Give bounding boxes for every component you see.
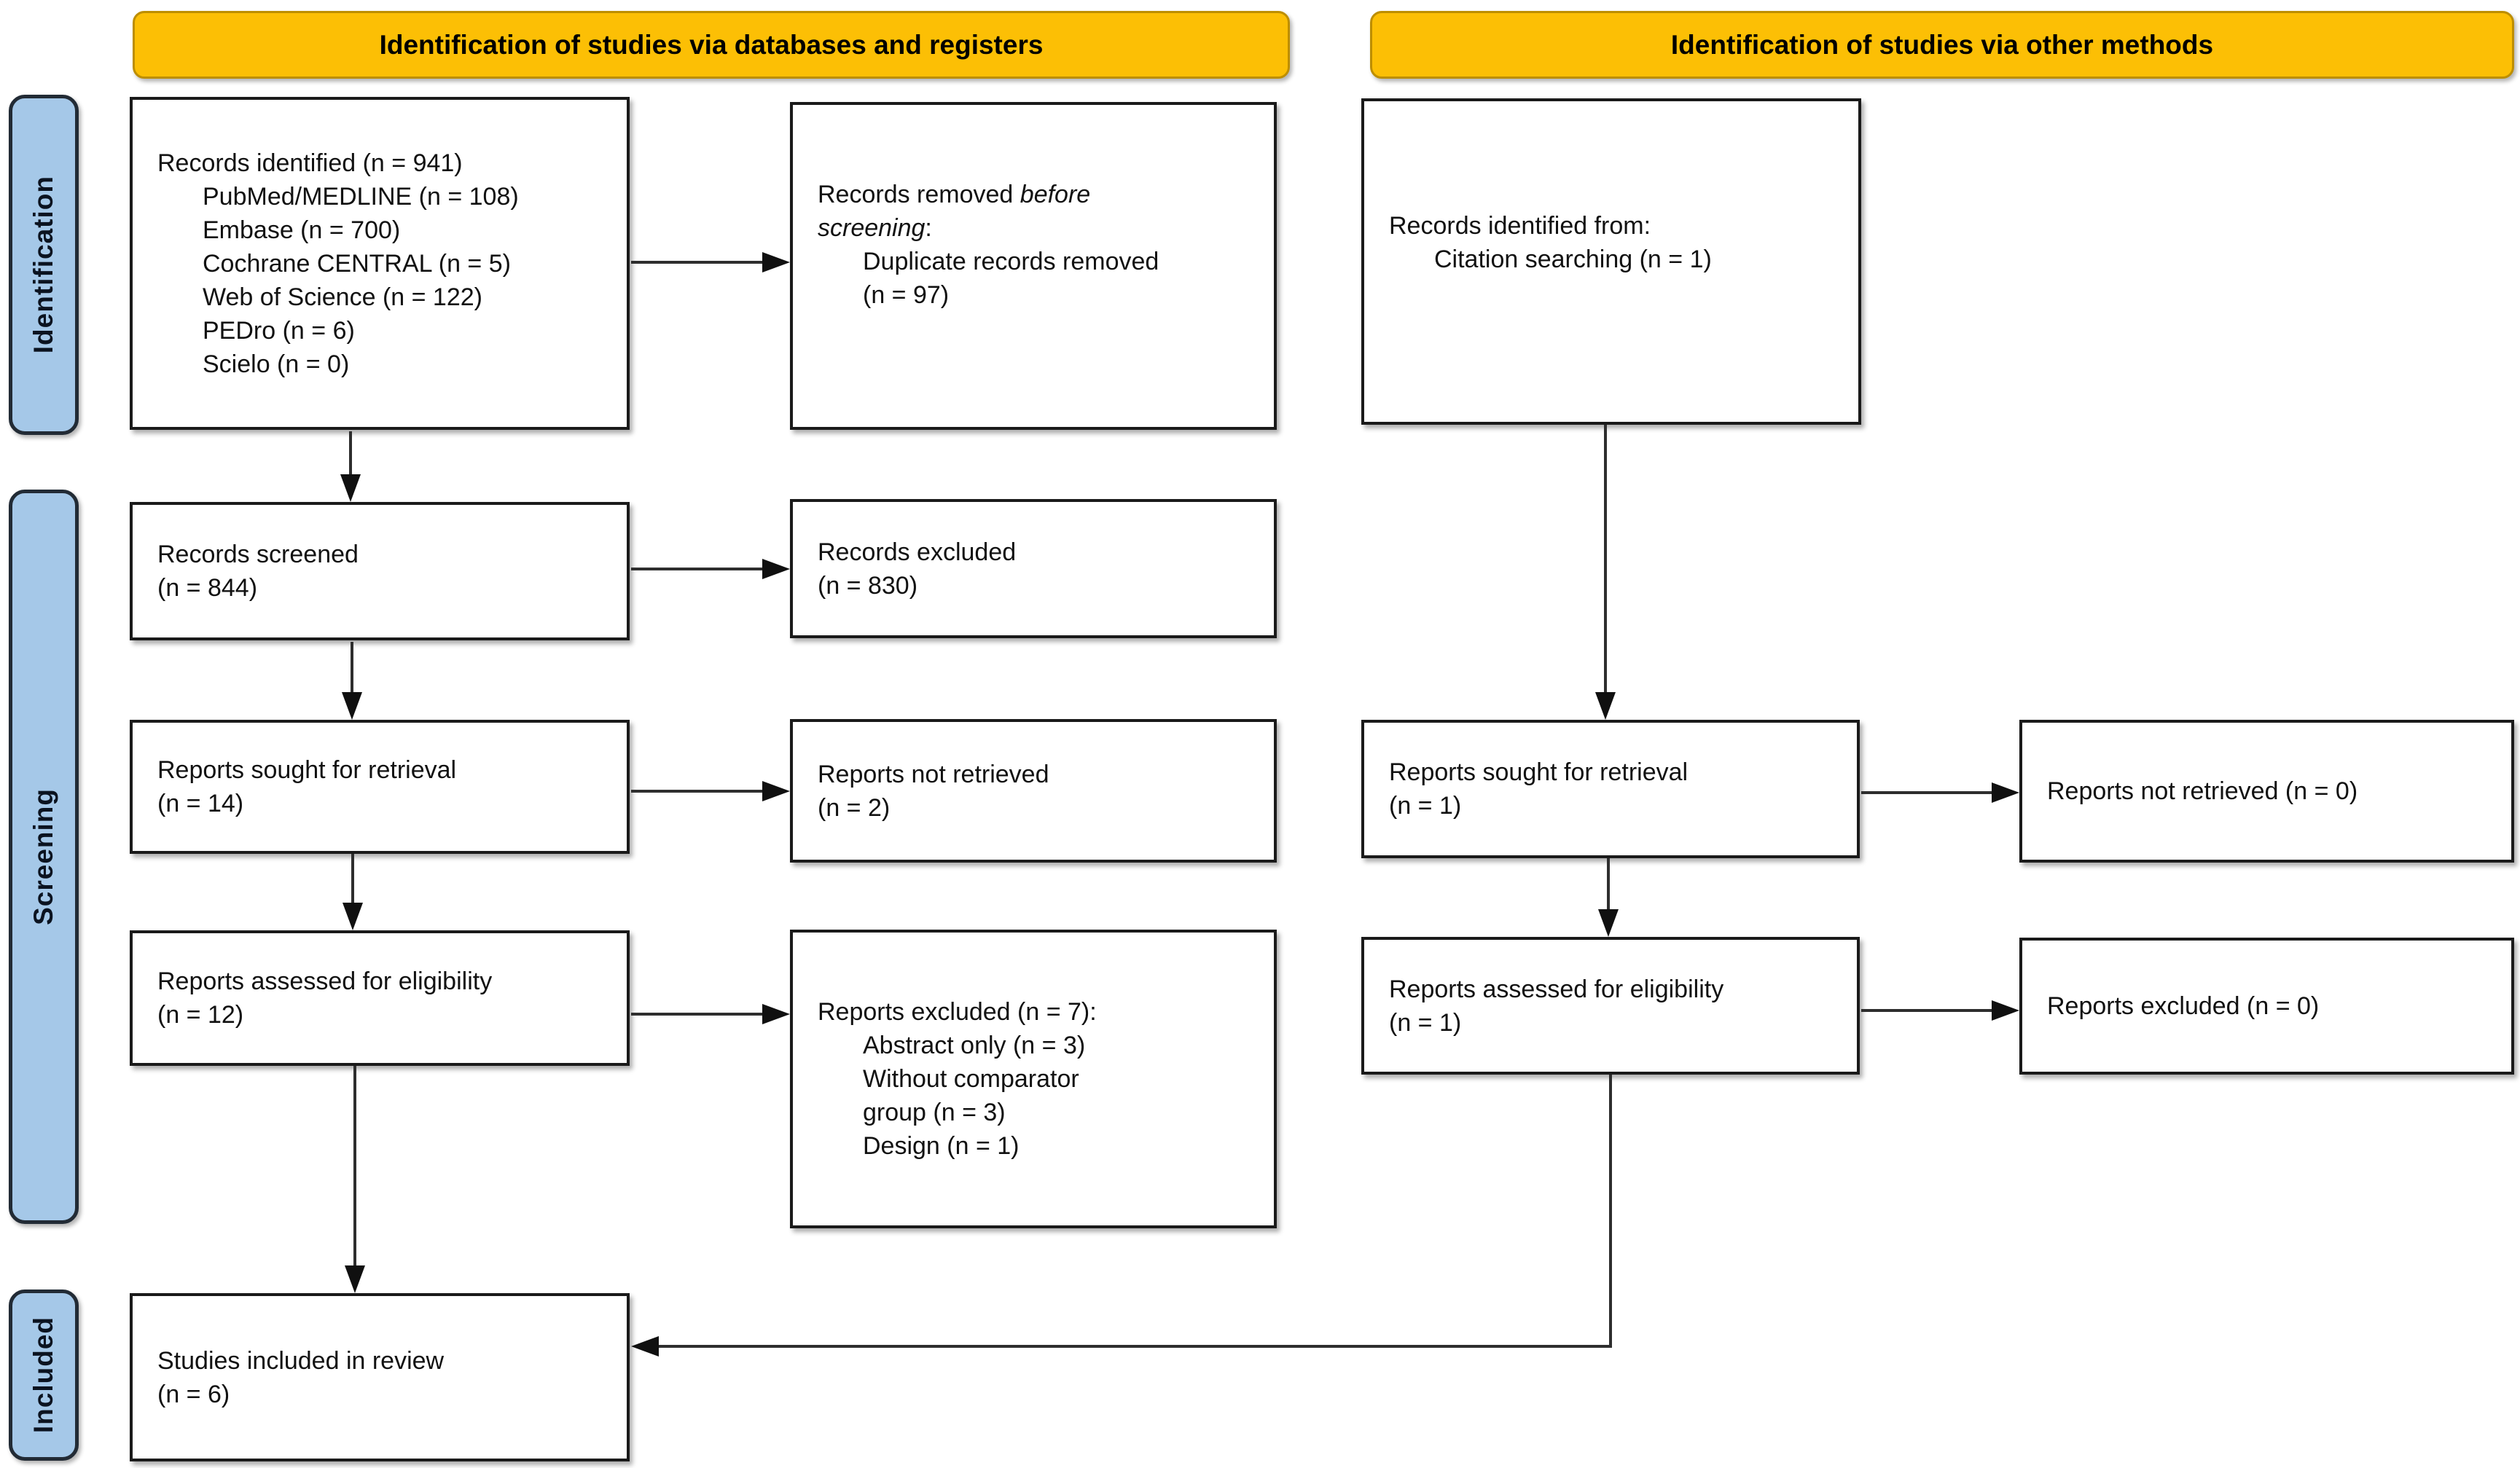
box-text-line: Without comparator <box>863 1065 1079 1093</box>
box-reports-excluded-other-methods: Reports excluded (n = 0) <box>2019 938 2514 1075</box>
arrow-other-assessed-to-excluded <box>1861 1000 2019 1021</box>
arrow-other-sought-to-not-retrieved <box>1861 782 2019 803</box>
box-records-identified-other-methods: Records identified from: Citation searchi… <box>1361 98 1861 425</box>
box-text-line: Web of Science (n = 122) <box>203 283 482 311</box>
box-text-line: group (n = 3) <box>863 1099 1006 1126</box>
arrow-other-identified-to-sought <box>1595 425 1616 720</box>
box-text-line: Citation searching (n = 1) <box>1434 246 1712 273</box>
box-text-line: (n = 1) <box>1389 792 1462 820</box>
stage-label-identification-text: Identification <box>28 176 58 354</box>
box-text-line: Reports excluded (n = 7): <box>818 998 1097 1026</box>
arrow-screened-to-sought <box>342 642 362 720</box>
box-text-line: Reports sought for retrieval <box>1389 758 1689 786</box>
banner-identification-via-databases: Identification of studies via databases … <box>133 11 1290 79</box>
box-text-line: Reports excluded (n = 0) <box>2047 992 2320 1020</box>
box-text-line: Reports assessed for eligibility <box>1389 975 1724 1003</box>
box-text-line: Embase (n = 700) <box>203 216 401 244</box>
box-text-line: (n = 844) <box>157 574 258 602</box>
box-text-line: Reports sought for retrieval <box>157 756 457 784</box>
box-text-line: screening: <box>818 214 932 242</box>
box-text-line: Records screened <box>157 541 359 568</box>
box-reports-assessed-other-methods: Reports assessed for eligibility (n = 1) <box>1361 937 1860 1075</box>
stage-label-included: Included <box>9 1290 79 1461</box>
arrow-assessed-to-included <box>345 1066 365 1293</box>
box-text-line: Records removed before <box>818 181 1091 208</box>
arrow-sought-to-assessed <box>343 854 363 930</box>
box-text-line: (n = 1) <box>1389 1008 1462 1037</box>
box-text-line: Records identified (n = 941) <box>157 149 463 177</box>
box-text-line: Records excluded <box>818 538 1017 566</box>
box-text-line: (n = 97) <box>863 281 950 309</box>
arrow-other-sought-to-assessed <box>1598 858 1619 937</box>
stage-label-included-text: Included <box>28 1316 58 1434</box>
arrow-identified-to-screened <box>340 431 361 502</box>
box-reports-assessed-databases: Reports assessed for eligibility (n = 12) <box>130 930 630 1066</box>
box-text-line: (n = 830) <box>818 571 918 600</box>
arrow-screened-to-excluded <box>631 559 790 579</box>
box-text-line: Reports not retrieved (n = 0) <box>2047 777 2358 805</box>
box-text-line: Records identified from: <box>1389 212 1651 240</box>
box-records-removed-before-screening: Records removed before screening: Duplicat… <box>790 102 1277 430</box>
box-reports-not-retrieved-other-methods: Reports not retrieved (n = 0) <box>2019 720 2514 863</box>
box-text-line: Design (n = 1) <box>863 1132 1020 1160</box>
box-reports-not-retrieved-databases: Reports not retrieved (n = 2) <box>790 719 1277 863</box>
stage-label-identification: Identification <box>9 95 79 435</box>
box-text-line: (n = 6) <box>157 1380 230 1408</box>
box-text-line: Duplicate records removed <box>863 248 1159 275</box>
box-records-screened: Records screened (n = 844) <box>130 502 630 640</box>
box-reports-sought-other-methods: Reports sought for retrieval (n = 1) <box>1361 720 1860 858</box>
box-text-line: Scielo (n = 0) <box>203 350 350 378</box>
box-text-line: Reports not retrieved <box>818 760 1049 788</box>
banner-identification-via-other-methods: Identification of studies via other meth… <box>1370 11 2514 79</box>
box-studies-included-in-review: Studies included in review (n = 6) <box>130 1293 630 1461</box>
box-text-line: (n = 12) <box>157 1001 244 1029</box>
box-text-line: (n = 14) <box>157 790 244 817</box>
stage-label-screening-text: Screening <box>28 788 58 925</box>
stage-label-screening: Screening <box>9 490 79 1224</box>
arrow-assessed-to-excluded-reasons <box>631 1004 790 1024</box>
box-text-line: Studies included in review <box>157 1346 445 1375</box>
box-records-excluded: Records excluded (n = 830) <box>790 499 1277 638</box>
arrow-sought-to-not-retrieved <box>631 781 790 801</box>
box-reports-excluded-reasons: Reports excluded (n = 7): Abstract only (… <box>790 930 1277 1228</box>
box-text-line: PubMed/MEDLINE (n = 108) <box>203 182 519 211</box>
box-text-line: (n = 2) <box>818 793 891 822</box>
box-text-line: PEDro (n = 6) <box>203 316 355 345</box>
box-reports-sought-databases: Reports sought for retrieval (n = 14) <box>130 720 630 854</box>
box-text-line: Cochrane CENTRAL (n = 5) <box>203 249 511 278</box>
box-records-identified-databases: Records identified (n = 941) PubMed/MEDLI… <box>130 97 630 430</box>
box-text-line: Abstract only (n = 3) <box>863 1032 1086 1059</box>
box-text-line: Reports assessed for eligibility <box>157 967 493 995</box>
arrow-identified-to-removed <box>631 252 790 272</box>
